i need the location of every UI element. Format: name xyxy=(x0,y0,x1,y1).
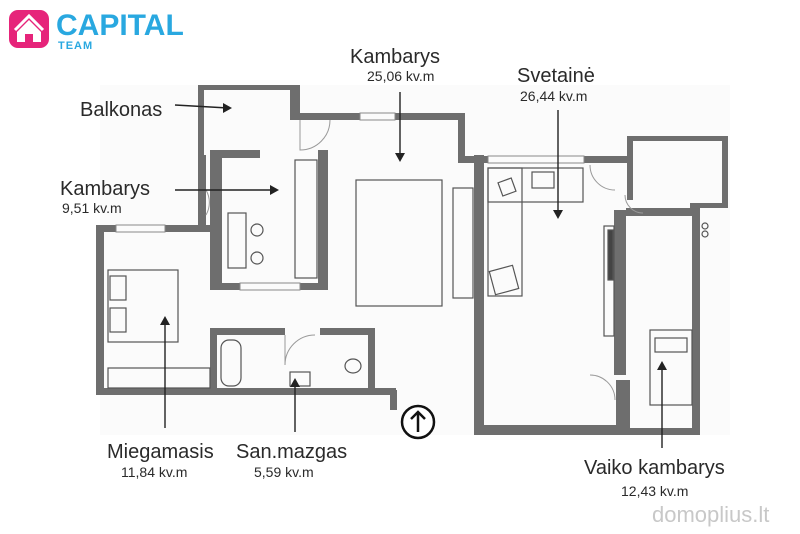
cushion xyxy=(488,264,520,296)
toilet xyxy=(344,358,362,374)
room-area-miegamasis: 11,84 kv.m xyxy=(121,464,187,480)
room-name-svetaine: Svetainė xyxy=(517,65,595,87)
brand-name: CAPITAL xyxy=(56,9,184,42)
side-table xyxy=(531,171,555,189)
rug xyxy=(355,179,443,307)
leader-lines xyxy=(164,92,663,448)
room-name-kambarys-small: Kambarys xyxy=(60,178,150,200)
dresser xyxy=(107,367,211,389)
watermark: domoplius.lt xyxy=(652,502,769,527)
room-area-kambarys-main: 25,06 kv.m xyxy=(367,68,434,84)
room-name-vaiko-kambarys: Vaiko kambarys xyxy=(584,457,725,479)
room-area-kambarys-small: 9,51 kv.m xyxy=(62,200,122,216)
room-name-kambarys-main: Kambarys xyxy=(350,46,440,68)
furniture xyxy=(107,159,709,406)
desk xyxy=(227,212,247,269)
single-bed xyxy=(649,329,693,406)
doors xyxy=(205,119,644,401)
room-area-vaiko-kambarys: 12,43 kv.m xyxy=(621,483,688,499)
wardrobe xyxy=(294,159,318,279)
room-name-miegamasis: Miegamasis xyxy=(107,441,214,463)
sink xyxy=(289,371,311,387)
chair xyxy=(250,223,264,237)
arrow-up-circle-icon xyxy=(400,404,436,440)
tv-unit xyxy=(603,225,615,337)
chair xyxy=(250,251,264,265)
room-labels: Balkonas Kambarys 9,51 kv.m Kambarys 25,… xyxy=(60,46,725,499)
cabinet xyxy=(452,187,474,299)
house-logo-icon xyxy=(9,10,49,48)
leader-arrowheads xyxy=(160,103,667,387)
walls xyxy=(96,85,728,435)
bathtub xyxy=(220,339,242,387)
capital-team-logo: CAPITAL TEAM xyxy=(9,9,184,52)
double-bed xyxy=(107,269,179,343)
brand-subtitle: TEAM xyxy=(58,40,93,52)
room-name-balkonas: Balkonas xyxy=(80,99,162,121)
lamp xyxy=(701,222,709,230)
sofa-chaise xyxy=(487,167,523,297)
windows xyxy=(115,112,585,291)
room-area-san-mazgas: 5,59 kv.m xyxy=(254,464,314,480)
cushion xyxy=(497,177,517,197)
room-name-san-mazgas: San.mazgas xyxy=(236,441,347,463)
room-area-svetaine: 26,44 kv.m xyxy=(520,88,587,104)
